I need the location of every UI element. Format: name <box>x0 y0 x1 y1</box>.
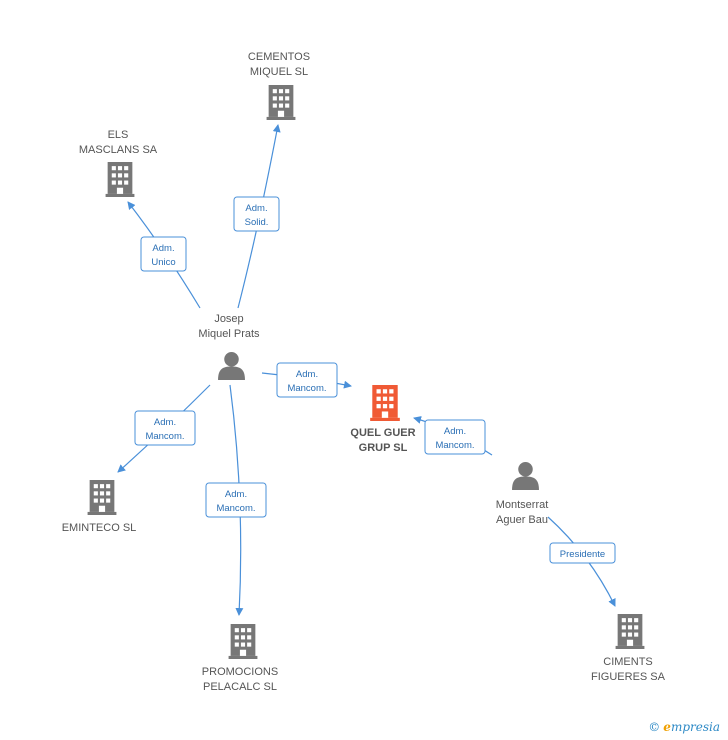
edge-josep-els[interactable]: Adm. Unico <box>127 201 201 309</box>
edge-montserrat-ciments[interactable]: Presidente <box>547 516 616 607</box>
person-node-josep[interactable]: Josep Miquel Prats <box>198 313 260 380</box>
company-node-quel[interactable]: QUEL GUER GRUP SL <box>350 385 416 454</box>
person-name-line1: Montserrat <box>496 499 549 511</box>
person-icon <box>218 352 245 380</box>
company-name-line2: PELACALC SL <box>203 681 277 693</box>
edge-label: Presidente <box>560 549 605 560</box>
edge-label-line2: Solid. <box>245 217 269 228</box>
edge-label-line1: Adm. <box>245 203 267 214</box>
brand-logo-initial: e <box>663 720 671 734</box>
company-name-line1: EMINTECO SL <box>62 522 137 534</box>
company-name-line1: ELS <box>108 129 129 141</box>
person-icon <box>512 462 539 490</box>
edge-josep-cementos[interactable]: Adm. Solid. <box>233 124 281 309</box>
edge-label-line1: Adm. <box>296 369 318 380</box>
building-icon <box>228 624 258 659</box>
company-name-line2: GRUP SL <box>359 442 408 454</box>
edge-label-line1: Adm. <box>154 417 176 428</box>
edge-label-line1: Adm. <box>225 489 247 500</box>
edge-label-line1: Adm. <box>152 243 174 254</box>
company-node-els[interactable]: ELS MASCLANS SA <box>79 129 158 197</box>
company-name-line2: MASCLANS SA <box>79 144 158 156</box>
person-node-montserrat[interactable]: Montserrat Aguer Bau <box>496 462 549 526</box>
company-name-line1: CIMENTS <box>603 656 653 668</box>
copyright-icon: © <box>648 720 661 734</box>
edge-label-line2: Unico <box>151 257 175 268</box>
company-name-line2: MIQUEL SL <box>250 66 308 78</box>
edge-label-line2: Mancom. <box>435 440 474 451</box>
building-icon <box>87 480 117 515</box>
person-name-line1: Josep <box>214 313 243 325</box>
edge-label-line2: Mancom. <box>216 503 255 514</box>
company-node-eminteco[interactable]: EMINTECO SL <box>62 480 137 534</box>
edge-josep-promocions[interactable]: Adm. Mancom. <box>205 384 267 616</box>
person-name-line2: Miquel Prats <box>198 328 260 340</box>
edge-label-line2: Mancom. <box>145 431 184 442</box>
company-name-line1: CEMENTOS <box>248 51 310 63</box>
company-node-ciments[interactable]: CIMENTS FIGUERES SA <box>591 614 666 683</box>
edge-label-line2: Mancom. <box>287 383 326 394</box>
brand-watermark: ©empresia <box>648 720 720 734</box>
building-icon <box>105 162 135 197</box>
company-node-promocions[interactable]: PROMOCIONS PELACALC SL <box>202 624 278 693</box>
edge-label-line1: Adm. <box>444 426 466 437</box>
company-name-line1: QUEL GUER <box>350 427 415 439</box>
company-name-line1: PROMOCIONS <box>202 666 278 678</box>
company-name-line2: FIGUERES SA <box>591 671 666 683</box>
brand-name: mpresia <box>670 720 720 734</box>
edge-josep-eminteco[interactable]: Adm. Mancom. <box>117 384 211 473</box>
company-node-cementos[interactable]: CEMENTOS MIQUEL SL <box>248 51 310 120</box>
person-name-line2: Aguer Bau <box>496 514 548 526</box>
building-icon <box>266 85 296 120</box>
edge-montserrat-quel[interactable]: Adm. Mancom. <box>413 416 493 456</box>
building-icon <box>370 385 400 421</box>
building-icon <box>615 614 645 649</box>
edge-josep-quel[interactable]: Adm. Mancom. <box>261 362 352 398</box>
